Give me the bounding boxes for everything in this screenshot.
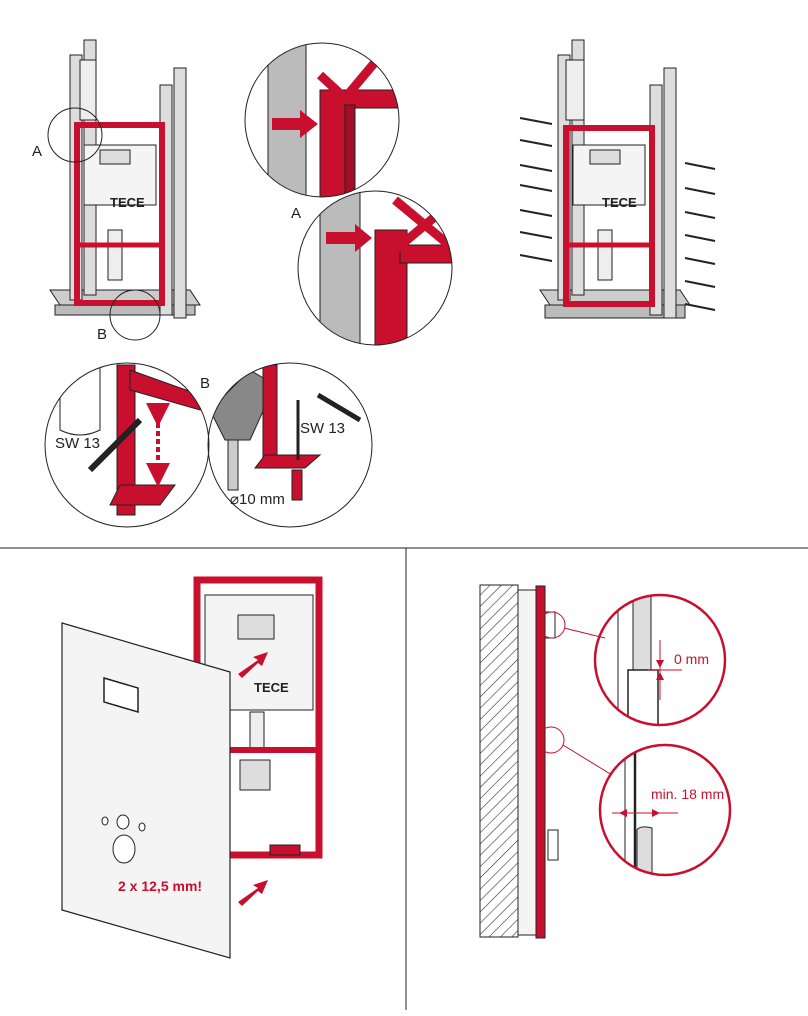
wall-plug-icon: [291, 469, 303, 501]
detail-b-label-2: B: [200, 375, 210, 392]
step2-frame-illustration: TECE: [519, 39, 716, 319]
step5-section-illustration: [479, 584, 613, 939]
frame-profile: [535, 585, 546, 939]
gap-top-label: 0 mm: [674, 651, 709, 667]
tece-logo: TECE: [602, 195, 637, 210]
push-arrow-icon: [238, 880, 268, 906]
tece-logo: TECE: [254, 680, 289, 695]
detail-top-gap: [593, 593, 727, 727]
step4-panel-illustration: TECE: [61, 576, 323, 959]
detail-a-label: A: [32, 143, 42, 160]
detail-a-correct: [244, 42, 400, 198]
wrench-icon: [316, 392, 362, 423]
detail-a-incorrect: [297, 190, 453, 346]
detail-b-adjust: [44, 362, 210, 528]
detail-bottom-gap: [598, 743, 732, 877]
screws-left: [519, 117, 553, 262]
detail-a-circle: [47, 107, 103, 163]
flush-plate-cutout: [103, 676, 139, 714]
panel-thickness-note: 2 x 12,5 mm!: [118, 878, 202, 894]
detail-b-label: B: [97, 326, 107, 343]
push-arrow-icon: [272, 110, 318, 138]
drill-diameter: ⌀10 mm: [230, 491, 285, 508]
wrench-size-left: SW 13: [55, 435, 100, 452]
step1-frame-illustration: TECE: [47, 39, 201, 341]
zoom-a-label: A: [291, 205, 301, 222]
wall-panel: [61, 622, 231, 959]
detail-b-circle: [109, 289, 161, 341]
wrench-icon: [87, 417, 143, 473]
wall-section: [479, 584, 519, 938]
detail-b-anchor: [207, 362, 373, 528]
push-arrow-icon: [326, 224, 372, 252]
screws-right: [684, 162, 716, 311]
push-arrow-icon: [238, 652, 268, 678]
wrench-size-right: SW 13: [300, 420, 345, 437]
gap-bottom-label: min. 18 mm: [651, 786, 724, 802]
tece-logo: TECE: [110, 195, 145, 210]
